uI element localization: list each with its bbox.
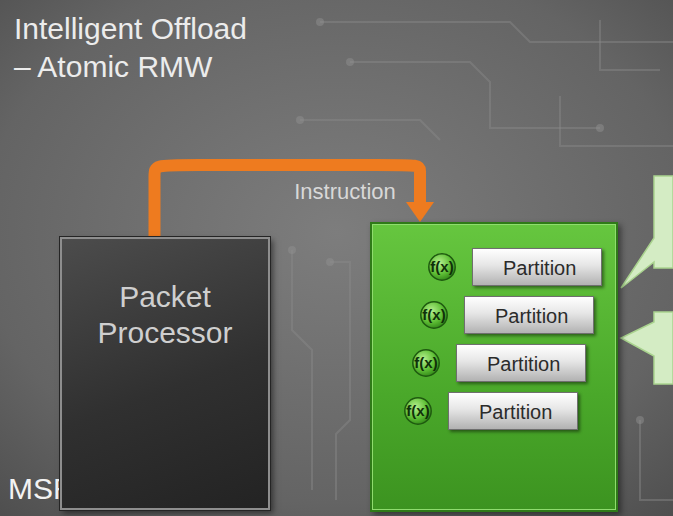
callout-bubble (621, 176, 673, 288)
edge-label: Instruction (294, 179, 396, 204)
partition-box: Partition (456, 344, 586, 382)
partition-box: Partition (448, 392, 578, 430)
offload-unit-box: f(x) Partition f(x) Partition f(x) Partition f… (370, 222, 618, 512)
node-text: f(x) (422, 307, 445, 323)
function-circle: f(x) (404, 397, 432, 425)
title-block: Intelligent Offload – Atomic RMW (14, 10, 266, 85)
node-text: f(x) (406, 403, 429, 419)
node-text: f(x) (414, 355, 437, 371)
node-text: Partition (495, 305, 568, 327)
node-text: Packet Processor (70, 279, 260, 351)
node-text: Partition (487, 353, 560, 375)
edge-label-block: Instruction (294, 179, 396, 204)
partition-box: Partition (472, 248, 602, 286)
function-circle: f(x) (420, 301, 448, 329)
packet-processor-box: Packet Processor (60, 237, 270, 510)
function-circle: f(x) (428, 253, 456, 281)
function-circle: f(x) (412, 349, 440, 377)
node-text: Partition (479, 401, 552, 423)
partition-box: Partition (464, 296, 594, 334)
node-text: Partition (503, 257, 576, 279)
callout-bubble (621, 312, 673, 384)
slide-title: Intelligent Offload – Atomic RMW (14, 10, 266, 85)
node-text: f(x) (430, 259, 453, 275)
